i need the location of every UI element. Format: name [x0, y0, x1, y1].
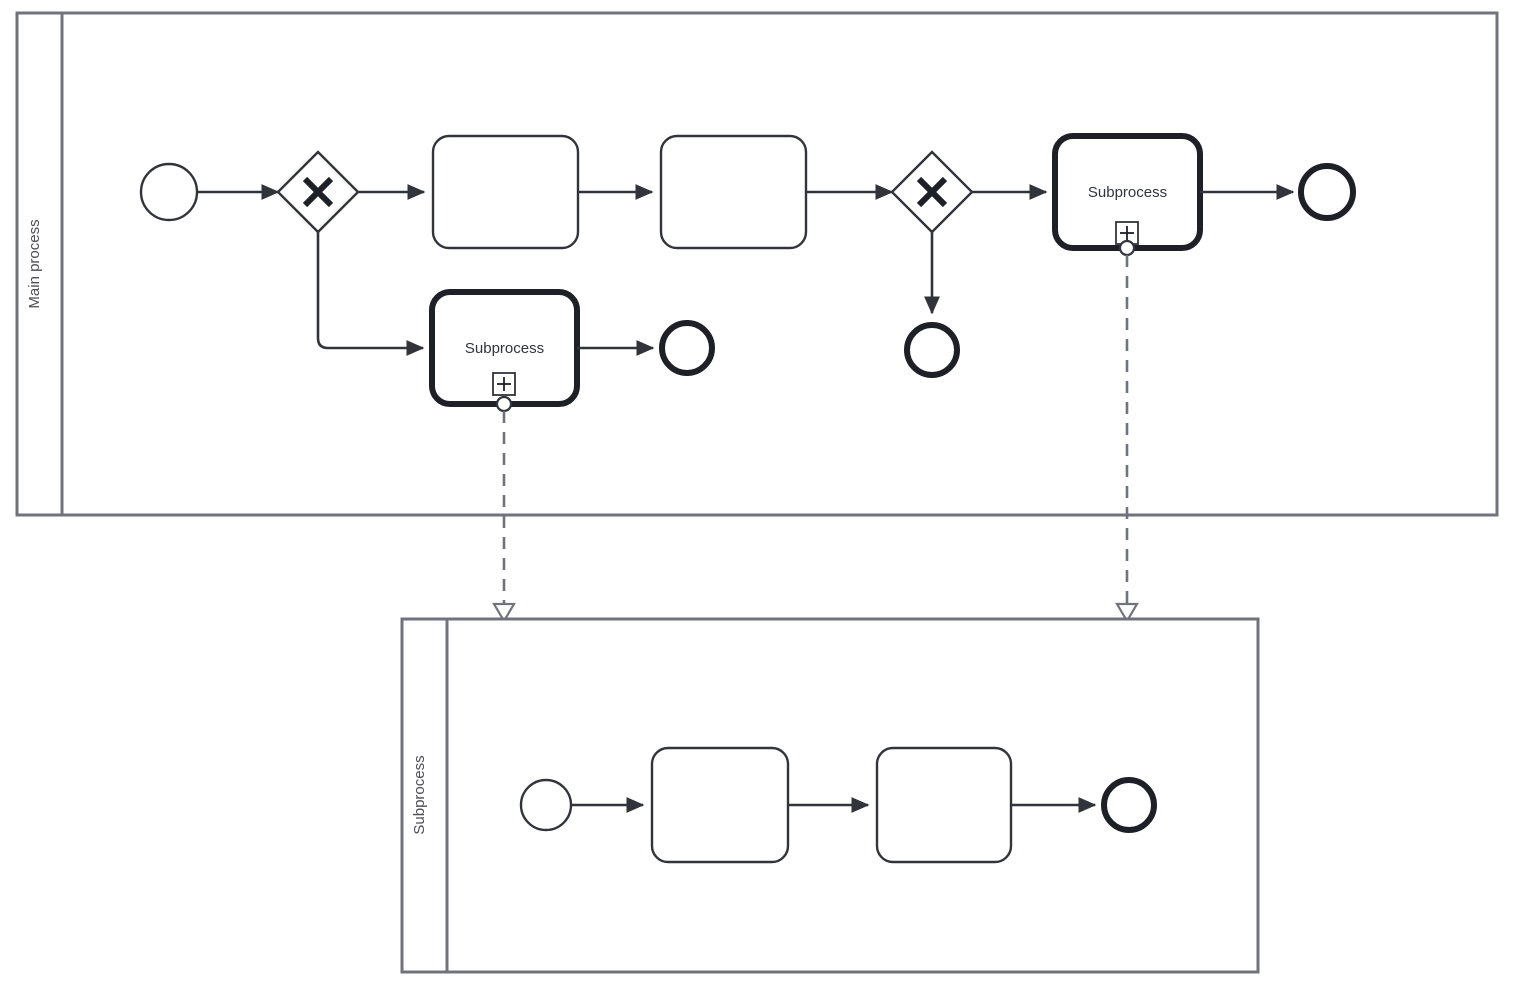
- start-event-2[interactable]: [519, 778, 573, 832]
- subprocess-1-label: Subprocess: [1088, 184, 1167, 201]
- gateway-1-x-icon: [302, 176, 334, 208]
- task-2[interactable]: [659, 134, 808, 250]
- end-event-2-circle: [904, 322, 960, 378]
- subprocess-2-attach-dot-icon: [495, 395, 513, 413]
- pool-main-process-border: [15, 11, 1499, 517]
- end-event-1[interactable]: [1298, 163, 1356, 221]
- task-1-rect: [431, 134, 580, 250]
- subprocess-2-plus-marker-icon: [492, 372, 516, 396]
- task-3-rect: [650, 746, 790, 864]
- pool-main-process[interactable]: Main process: [15, 11, 1499, 517]
- task-4[interactable]: [875, 746, 1013, 864]
- start-event-circle: [139, 162, 199, 222]
- end-event-3-circle: [659, 320, 715, 376]
- association-subprocess2-to-pool[interactable]: [492, 395, 516, 624]
- association-1-arrowhead-icon: [492, 602, 516, 624]
- end-event-2[interactable]: [904, 322, 960, 378]
- end-event-4-circle: [1101, 777, 1157, 833]
- collapsed-subprocess-2[interactable]: Subprocess: [429, 289, 580, 407]
- task-4-rect: [875, 746, 1013, 864]
- subprocess-1-attach-dot-icon: [1118, 239, 1136, 257]
- task-3[interactable]: [650, 746, 790, 864]
- subprocess-1-plus-marker-icon: [1115, 221, 1139, 245]
- task-1[interactable]: [431, 134, 580, 250]
- start-event-1[interactable]: [139, 162, 199, 222]
- exclusive-gateway-1[interactable]: [276, 150, 360, 234]
- pool-main-process-label: Main process: [26, 219, 43, 308]
- task-2-rect: [659, 134, 808, 250]
- end-event-4[interactable]: [1101, 777, 1157, 833]
- gateway-2-x-icon: [916, 176, 948, 208]
- collapsed-subprocess-1[interactable]: Subprocess: [1052, 133, 1203, 251]
- subprocess-2-label: Subprocess: [465, 340, 544, 357]
- pool-subprocess-label: Subprocess: [411, 755, 428, 834]
- association-2-arrowhead-icon: [1115, 602, 1139, 624]
- exclusive-gateway-2[interactable]: [890, 150, 974, 234]
- association-subprocess1-to-pool[interactable]: [1115, 239, 1139, 624]
- sequence-flow-gateway1-subprocess2[interactable]: [316, 232, 425, 357]
- start-event-2-circle: [519, 778, 573, 832]
- end-event-1-circle: [1298, 163, 1356, 221]
- end-event-3[interactable]: [659, 320, 715, 376]
